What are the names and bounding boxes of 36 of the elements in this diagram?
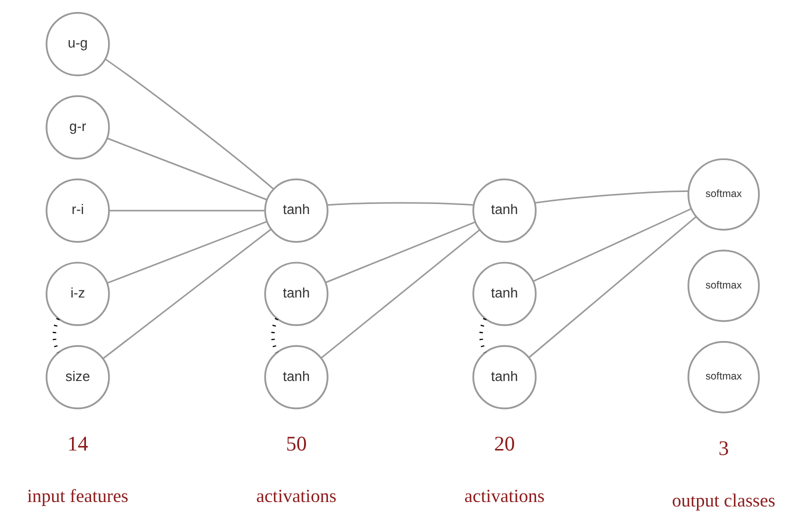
connector xyxy=(52,318,60,354)
node-circle: tanh xyxy=(264,262,328,326)
node-circle: tanh xyxy=(264,178,328,243)
node-circle: tanh xyxy=(472,345,537,410)
label: activations xyxy=(464,486,545,507)
label: activations xyxy=(256,486,336,507)
connector xyxy=(528,216,697,358)
label: input features xyxy=(27,486,128,507)
label: output classes xyxy=(672,491,776,512)
connector xyxy=(327,202,474,206)
node-circle: tanh xyxy=(472,178,537,243)
connector xyxy=(106,220,268,284)
connector xyxy=(320,229,480,359)
label: 20 xyxy=(494,432,515,456)
connector xyxy=(532,208,692,282)
node-circle: softmax xyxy=(688,158,760,231)
node-circle: u-g xyxy=(46,12,110,76)
node-circle: softmax xyxy=(688,250,760,322)
node-circle: softmax xyxy=(688,341,760,414)
node-circle: tanh xyxy=(264,345,328,410)
node-circle: tanh xyxy=(472,262,537,326)
label: 50 xyxy=(286,432,307,456)
connector xyxy=(271,318,278,354)
node-circle: i-z xyxy=(46,262,110,326)
connector xyxy=(534,190,688,204)
node-circle: size xyxy=(46,345,110,410)
node-circle: r-i xyxy=(46,178,110,243)
connector xyxy=(109,210,266,212)
label: 3 xyxy=(718,436,729,460)
connector xyxy=(105,58,274,190)
connector xyxy=(479,318,487,354)
connector xyxy=(106,138,268,200)
node-circle: g-r xyxy=(46,95,110,160)
label: 14 xyxy=(67,432,88,456)
connector xyxy=(102,228,272,359)
connector xyxy=(325,221,476,284)
